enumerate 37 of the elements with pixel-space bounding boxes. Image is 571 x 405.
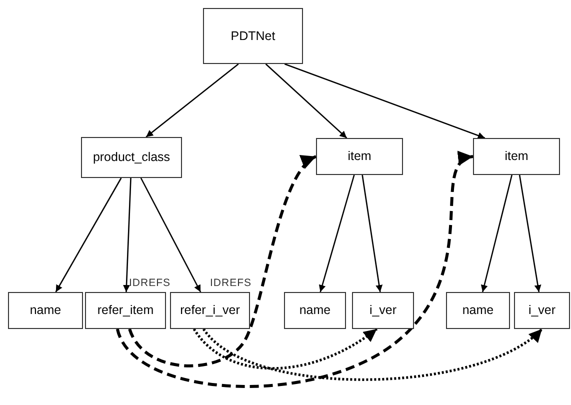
curved-arrow: [192, 328, 378, 370]
arrow: [284, 63, 486, 139]
element-name: i_ver: [369, 302, 397, 320]
element-box: [170, 292, 250, 329]
element-box: [284, 292, 346, 329]
arrow: [265, 64, 348, 138]
element-box: [81, 137, 182, 178]
arrow: [146, 64, 239, 138]
element-name: name: [299, 302, 331, 320]
element-box: [446, 292, 510, 329]
type-label: IDREFS: [129, 278, 171, 288]
element-name: item: [348, 148, 372, 166]
element-box: [473, 138, 560, 175]
element-name: name: [30, 302, 62, 320]
element-name: item: [504, 148, 528, 166]
arrow: [480, 174, 513, 292]
element-box: [85, 292, 166, 329]
arrow: [140, 178, 202, 292]
element-name: name: [462, 302, 494, 320]
arrow: [123, 178, 132, 292]
curved-arrow: [128, 155, 317, 368]
element-name: refer_item: [97, 302, 154, 320]
arrow: [55, 178, 122, 292]
element-name: product_class: [92, 149, 170, 166]
arrow: [362, 174, 383, 292]
element-box: [203, 8, 303, 64]
element-box: [514, 292, 570, 329]
curved-arrow: [202, 328, 543, 381]
element-box: [316, 138, 403, 175]
arrow: [318, 174, 355, 292]
element-name: PDTNet: [230, 28, 276, 45]
arrow: [518, 174, 542, 292]
element-box: [352, 292, 414, 329]
element-name: refer_i_ver: [180, 302, 240, 320]
element-name: i_ver: [528, 302, 556, 320]
element-box: [8, 292, 83, 329]
type-label: IDREFS: [210, 278, 252, 288]
